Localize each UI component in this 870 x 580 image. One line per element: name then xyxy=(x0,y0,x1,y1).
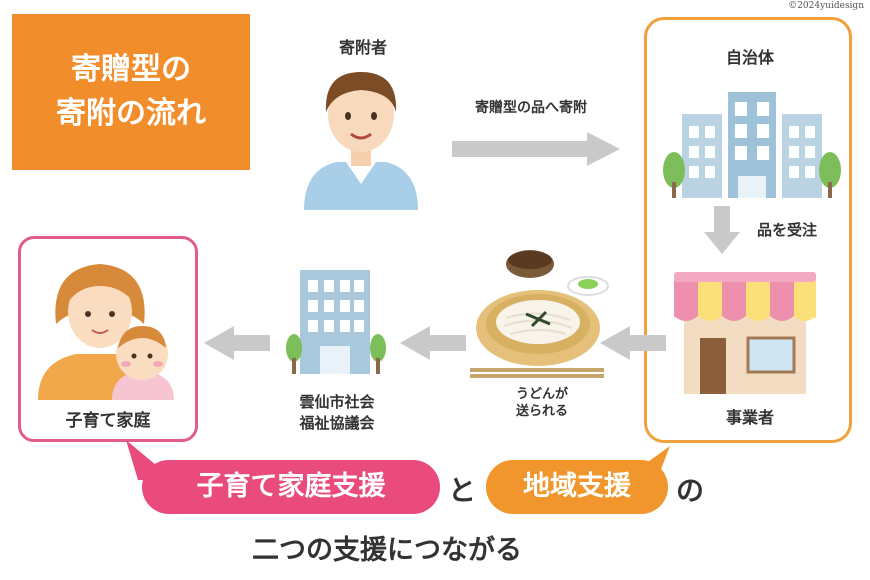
suffix-text: の xyxy=(676,474,705,507)
udon-label-line2: 送られる xyxy=(515,404,568,419)
copyright-text: ©2024yuidesign xyxy=(788,1,864,11)
gov-label: 自治体 xyxy=(725,48,774,67)
family-label: 子育て家庭 xyxy=(65,411,151,431)
shop-icon xyxy=(674,272,816,394)
family-box xyxy=(18,236,198,442)
gov-box xyxy=(644,17,852,443)
left-arrow-icon xyxy=(600,326,666,360)
bottom-message: 二つの支援につながる xyxy=(252,535,522,566)
right-arrow-icon xyxy=(452,132,620,166)
council-building-icon xyxy=(286,270,386,374)
city-hall-building-icon xyxy=(663,92,841,198)
parent-child-icon xyxy=(38,264,174,400)
udon-noodles-icon xyxy=(470,250,609,378)
donor-person-icon xyxy=(304,72,418,210)
left-arrow-icon xyxy=(400,326,466,360)
down-arrow-icon xyxy=(704,206,740,254)
council-label-line1: 雲仙市社会 xyxy=(299,393,375,411)
udon-label: うどんが 送られる xyxy=(502,386,582,420)
order-label: 品を受注 xyxy=(756,221,817,239)
udon-label-line1: うどんが xyxy=(515,387,568,402)
donor-label: 寄附者 xyxy=(338,38,387,57)
donate-arrow-label: 寄贈型の品へ寄附 xyxy=(475,100,587,116)
title-line2: 寄附の流れ xyxy=(56,96,206,131)
region-support-pill: 地域支援 xyxy=(486,460,668,514)
business-label: 事業者 xyxy=(725,408,774,427)
council-label: 雲仙市社会 福祉協議会 xyxy=(272,392,402,434)
left-arrow-icon xyxy=(204,326,270,360)
family-support-pill: 子育て家庭支援 xyxy=(142,460,440,514)
title-box: 寄贈型の 寄附の流れ xyxy=(12,14,250,170)
title-line1: 寄贈型の xyxy=(71,52,191,87)
council-label-line2: 福祉協議会 xyxy=(299,414,375,432)
connector-text: と xyxy=(448,474,477,507)
